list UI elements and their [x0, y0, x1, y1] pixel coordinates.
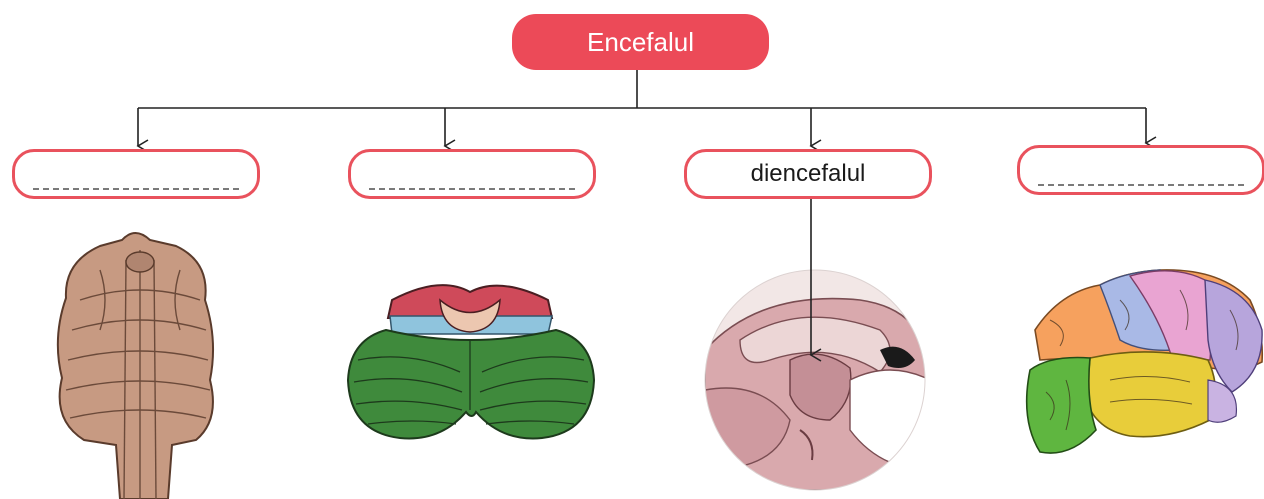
brainstem-illustration — [58, 233, 213, 499]
child-box-2[interactable] — [348, 149, 596, 199]
child-box-1[interactable] — [12, 149, 260, 199]
child-label-3: diencefalul — [751, 162, 866, 186]
blank-answer-line-2 — [369, 188, 575, 190]
root-label: Encefalul — [587, 27, 694, 58]
cerebrum-illustration — [1027, 270, 1263, 453]
connector-lines — [138, 70, 1146, 146]
child-box-4[interactable] — [1017, 145, 1264, 195]
cerebellum-illustration — [348, 285, 594, 438]
child-box-3[interactable]: diencefalul — [684, 149, 932, 199]
blank-answer-line-4 — [1038, 184, 1244, 186]
blank-answer-line-1 — [33, 188, 239, 190]
root-node: Encefalul — [512, 14, 769, 70]
diencephalon-illustration — [705, 199, 930, 490]
